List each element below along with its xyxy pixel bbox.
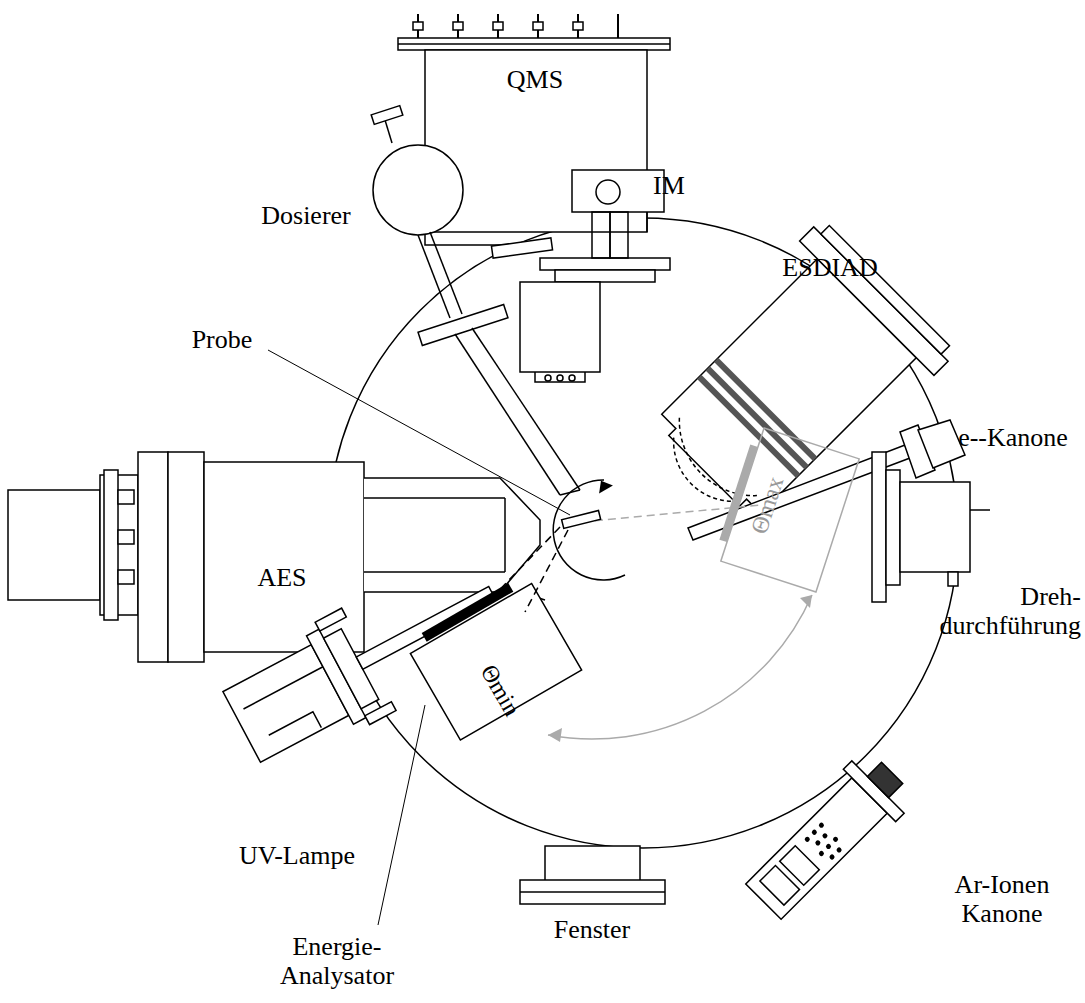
part-label: UV-Lampe [239, 842, 355, 871]
part-label: Dosierer [261, 202, 351, 231]
rotary-feedthrough [872, 452, 990, 602]
doser [371, 106, 580, 495]
part-label: Ar-Ionen Kanone [940, 871, 1065, 928]
part-label: Dreh- durchführung [931, 583, 1081, 640]
part-label: AES [257, 564, 306, 593]
ion-gun [737, 747, 918, 928]
ion-gauge [491, 170, 670, 382]
part-label: QMS [507, 66, 563, 95]
part-label: ESDIAD [782, 254, 877, 283]
part-label: IM [653, 172, 685, 201]
part-label: Probe [192, 326, 253, 355]
window-port [520, 846, 665, 904]
part-label: Fenster [554, 916, 631, 945]
part-label: Energie- Analysator [267, 933, 407, 990]
part-label: e--Kanone [958, 424, 1068, 453]
